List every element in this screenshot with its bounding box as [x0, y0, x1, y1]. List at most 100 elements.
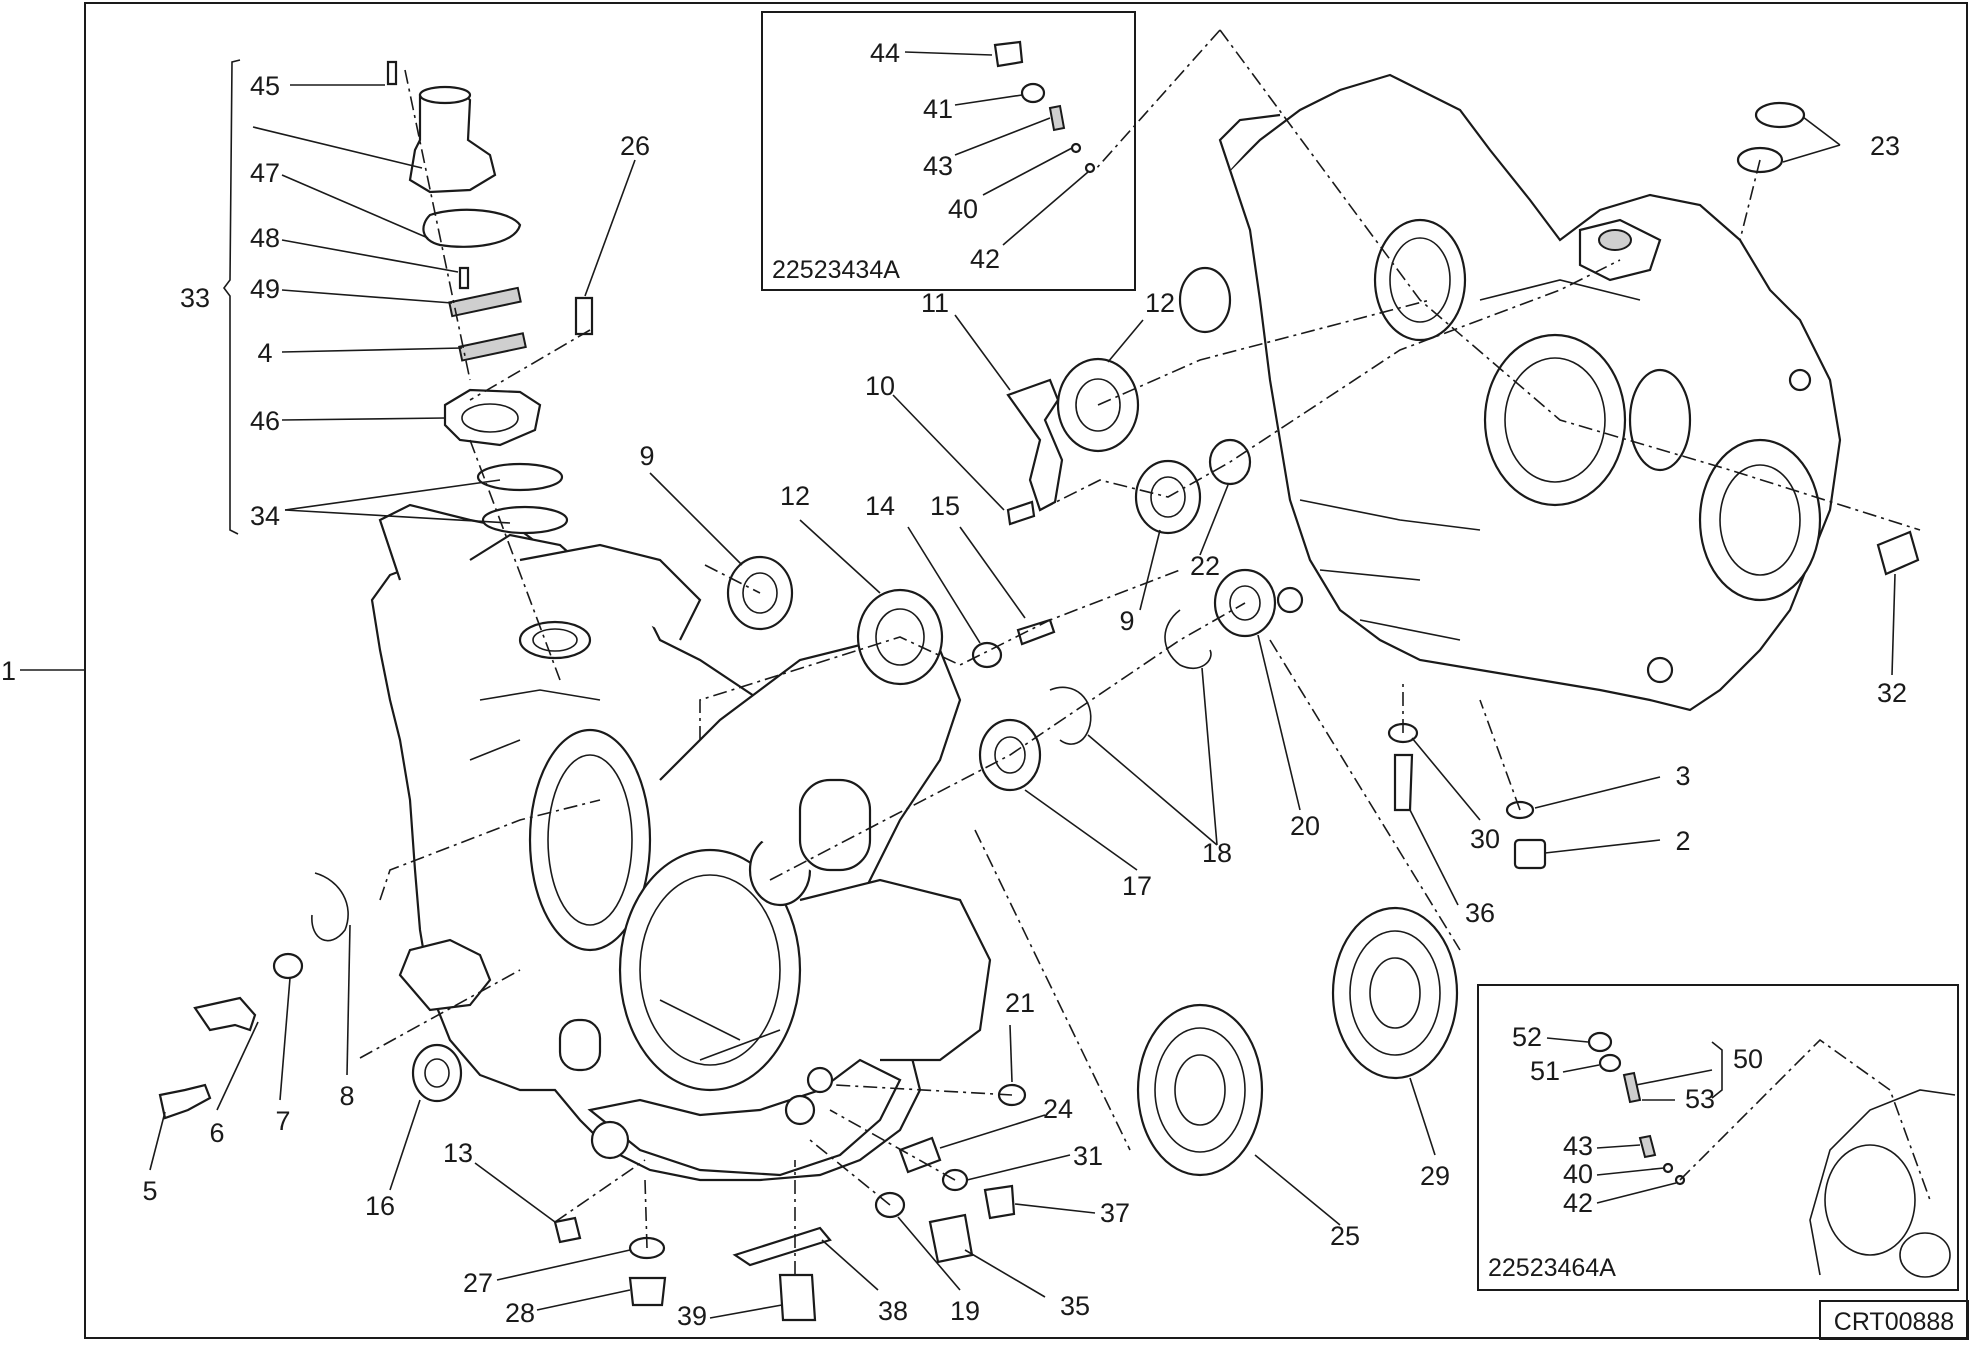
leader-32 [1891, 573, 1896, 676]
callout-1: 1 [1, 656, 16, 686]
callout-19: 19 [950, 1296, 980, 1326]
bearing-25-race [1154, 1027, 1246, 1153]
bracket-50 [1711, 1041, 1723, 1099]
leader-26 [584, 159, 636, 297]
circlip-18-left [1049, 686, 1092, 745]
reference-codes: 22523434A 22523464A CRT00888 [772, 256, 1954, 1336]
callout-32: 32 [1877, 678, 1907, 708]
stud-36 [1393, 753, 1414, 812]
callout-17: 17 [1122, 871, 1152, 901]
bolt-44 [993, 40, 1024, 68]
bracket-33 [223, 59, 241, 535]
lower-inset-code: 22523464A [1488, 1254, 1616, 1282]
dowel-13 [553, 1216, 582, 1244]
axis-inset-lower [1679, 1038, 1931, 1201]
callout-51: 51 [1530, 1056, 1560, 1086]
circlip-18-right [1164, 609, 1212, 670]
leader-17 [1024, 789, 1138, 871]
left-crankcase-half [370, 503, 992, 1182]
bracket-38 [732, 1226, 832, 1267]
gasket-47 [422, 208, 522, 248]
callout-8: 8 [339, 1081, 354, 1111]
callout-18: 18 [1202, 838, 1232, 868]
callout-52: 52 [1512, 1022, 1542, 1052]
screw-45 [386, 60, 398, 86]
plug-24 [898, 1136, 942, 1174]
o-ring-34b [481, 505, 569, 535]
axis-main-left [699, 569, 1181, 740]
lower-inset-frame [1477, 984, 1959, 1291]
bearing-29 [1331, 906, 1459, 1080]
inset-case-port [1899, 1232, 1951, 1278]
cable-guide-6 [193, 996, 257, 1032]
screw-10 [1006, 500, 1036, 526]
bush-32 [1876, 530, 1920, 576]
upper-inset-frame [761, 11, 1136, 291]
leader-16 [389, 1099, 421, 1191]
right-case-lug-hole [1178, 266, 1232, 334]
leader-38 [821, 1239, 879, 1291]
axis-bearing-9-left [704, 564, 761, 594]
ball-40-upper [1070, 142, 1082, 154]
axis-o-rings-23 [1739, 159, 1761, 241]
right-case-upper-bore [1373, 218, 1467, 342]
callout-labels: 1 2 3 4 5 6 7 8 9 9 10 11 12 12 13 14 15… [1, 38, 1907, 1331]
callout-24: 24 [1043, 1094, 1073, 1124]
leader-42b [1596, 1182, 1677, 1204]
drawing-code: CRT00888 [1834, 1308, 1954, 1336]
leader-40b [1596, 1167, 1665, 1176]
right-crankcase-half [1178, 73, 1842, 712]
left-case-oil-port [784, 1094, 816, 1126]
leader-7 [279, 977, 291, 1101]
leader-24 [939, 1114, 1046, 1149]
leader-42a [1002, 171, 1089, 246]
leader-23b [1782, 144, 1841, 163]
left-case-tube-1 [798, 778, 872, 872]
right-case-ribs [1299, 279, 1641, 641]
callout-35: 35 [1060, 1291, 1090, 1321]
callout-30: 30 [1470, 824, 1500, 854]
callout-34: 34 [250, 501, 280, 531]
callout-13: 13 [443, 1138, 473, 1168]
leader-36 [1409, 809, 1459, 906]
plate-11 [1006, 378, 1064, 512]
assembly-axes [359, 29, 1931, 1275]
bearing-25-bore [1174, 1054, 1226, 1126]
callout-45: 45 [250, 71, 280, 101]
leader-13 [474, 1162, 556, 1223]
callout-21: 21 [1005, 988, 1035, 1018]
leader-12a [799, 519, 881, 594]
leader-12b [1107, 319, 1144, 363]
leader-52 [1546, 1037, 1589, 1043]
callout-10: 10 [865, 371, 895, 401]
right-case-upper-bore-inner [1389, 237, 1451, 323]
leader-9a [649, 472, 743, 566]
leader-51 [1562, 1064, 1600, 1073]
left-case-oil-port-2 [806, 1066, 834, 1094]
right-case-top-lug [1218, 113, 1281, 171]
bearing-29-bore [1369, 957, 1421, 1029]
leader-48 [281, 239, 459, 273]
callout-50: 50 [1733, 1044, 1763, 1074]
upper-inset-parts [993, 40, 1096, 174]
leader-35 [964, 1249, 1046, 1298]
washer-41 [1020, 82, 1046, 104]
callout-11: 11 [921, 288, 949, 318]
callout-4: 4 [257, 338, 272, 368]
plug-28 [628, 1276, 667, 1307]
axis-left-side [359, 799, 601, 1059]
screw-26 [574, 296, 594, 336]
axis-inset-upper [1094, 29, 1921, 531]
callout-39: 39 [677, 1301, 707, 1331]
plug-2 [1513, 838, 1547, 870]
axis-bearing-12-right [1097, 299, 1431, 406]
bearing-12-left-bore [875, 608, 925, 666]
union-39 [778, 1273, 817, 1322]
pump-cover-assembly [386, 60, 594, 535]
leader-14 [907, 526, 981, 644]
callout-5: 5 [142, 1176, 157, 1206]
axis-bearing-29 [1269, 639, 1461, 951]
axis-main-right [1039, 259, 1621, 511]
leader-34a [284, 479, 501, 511]
